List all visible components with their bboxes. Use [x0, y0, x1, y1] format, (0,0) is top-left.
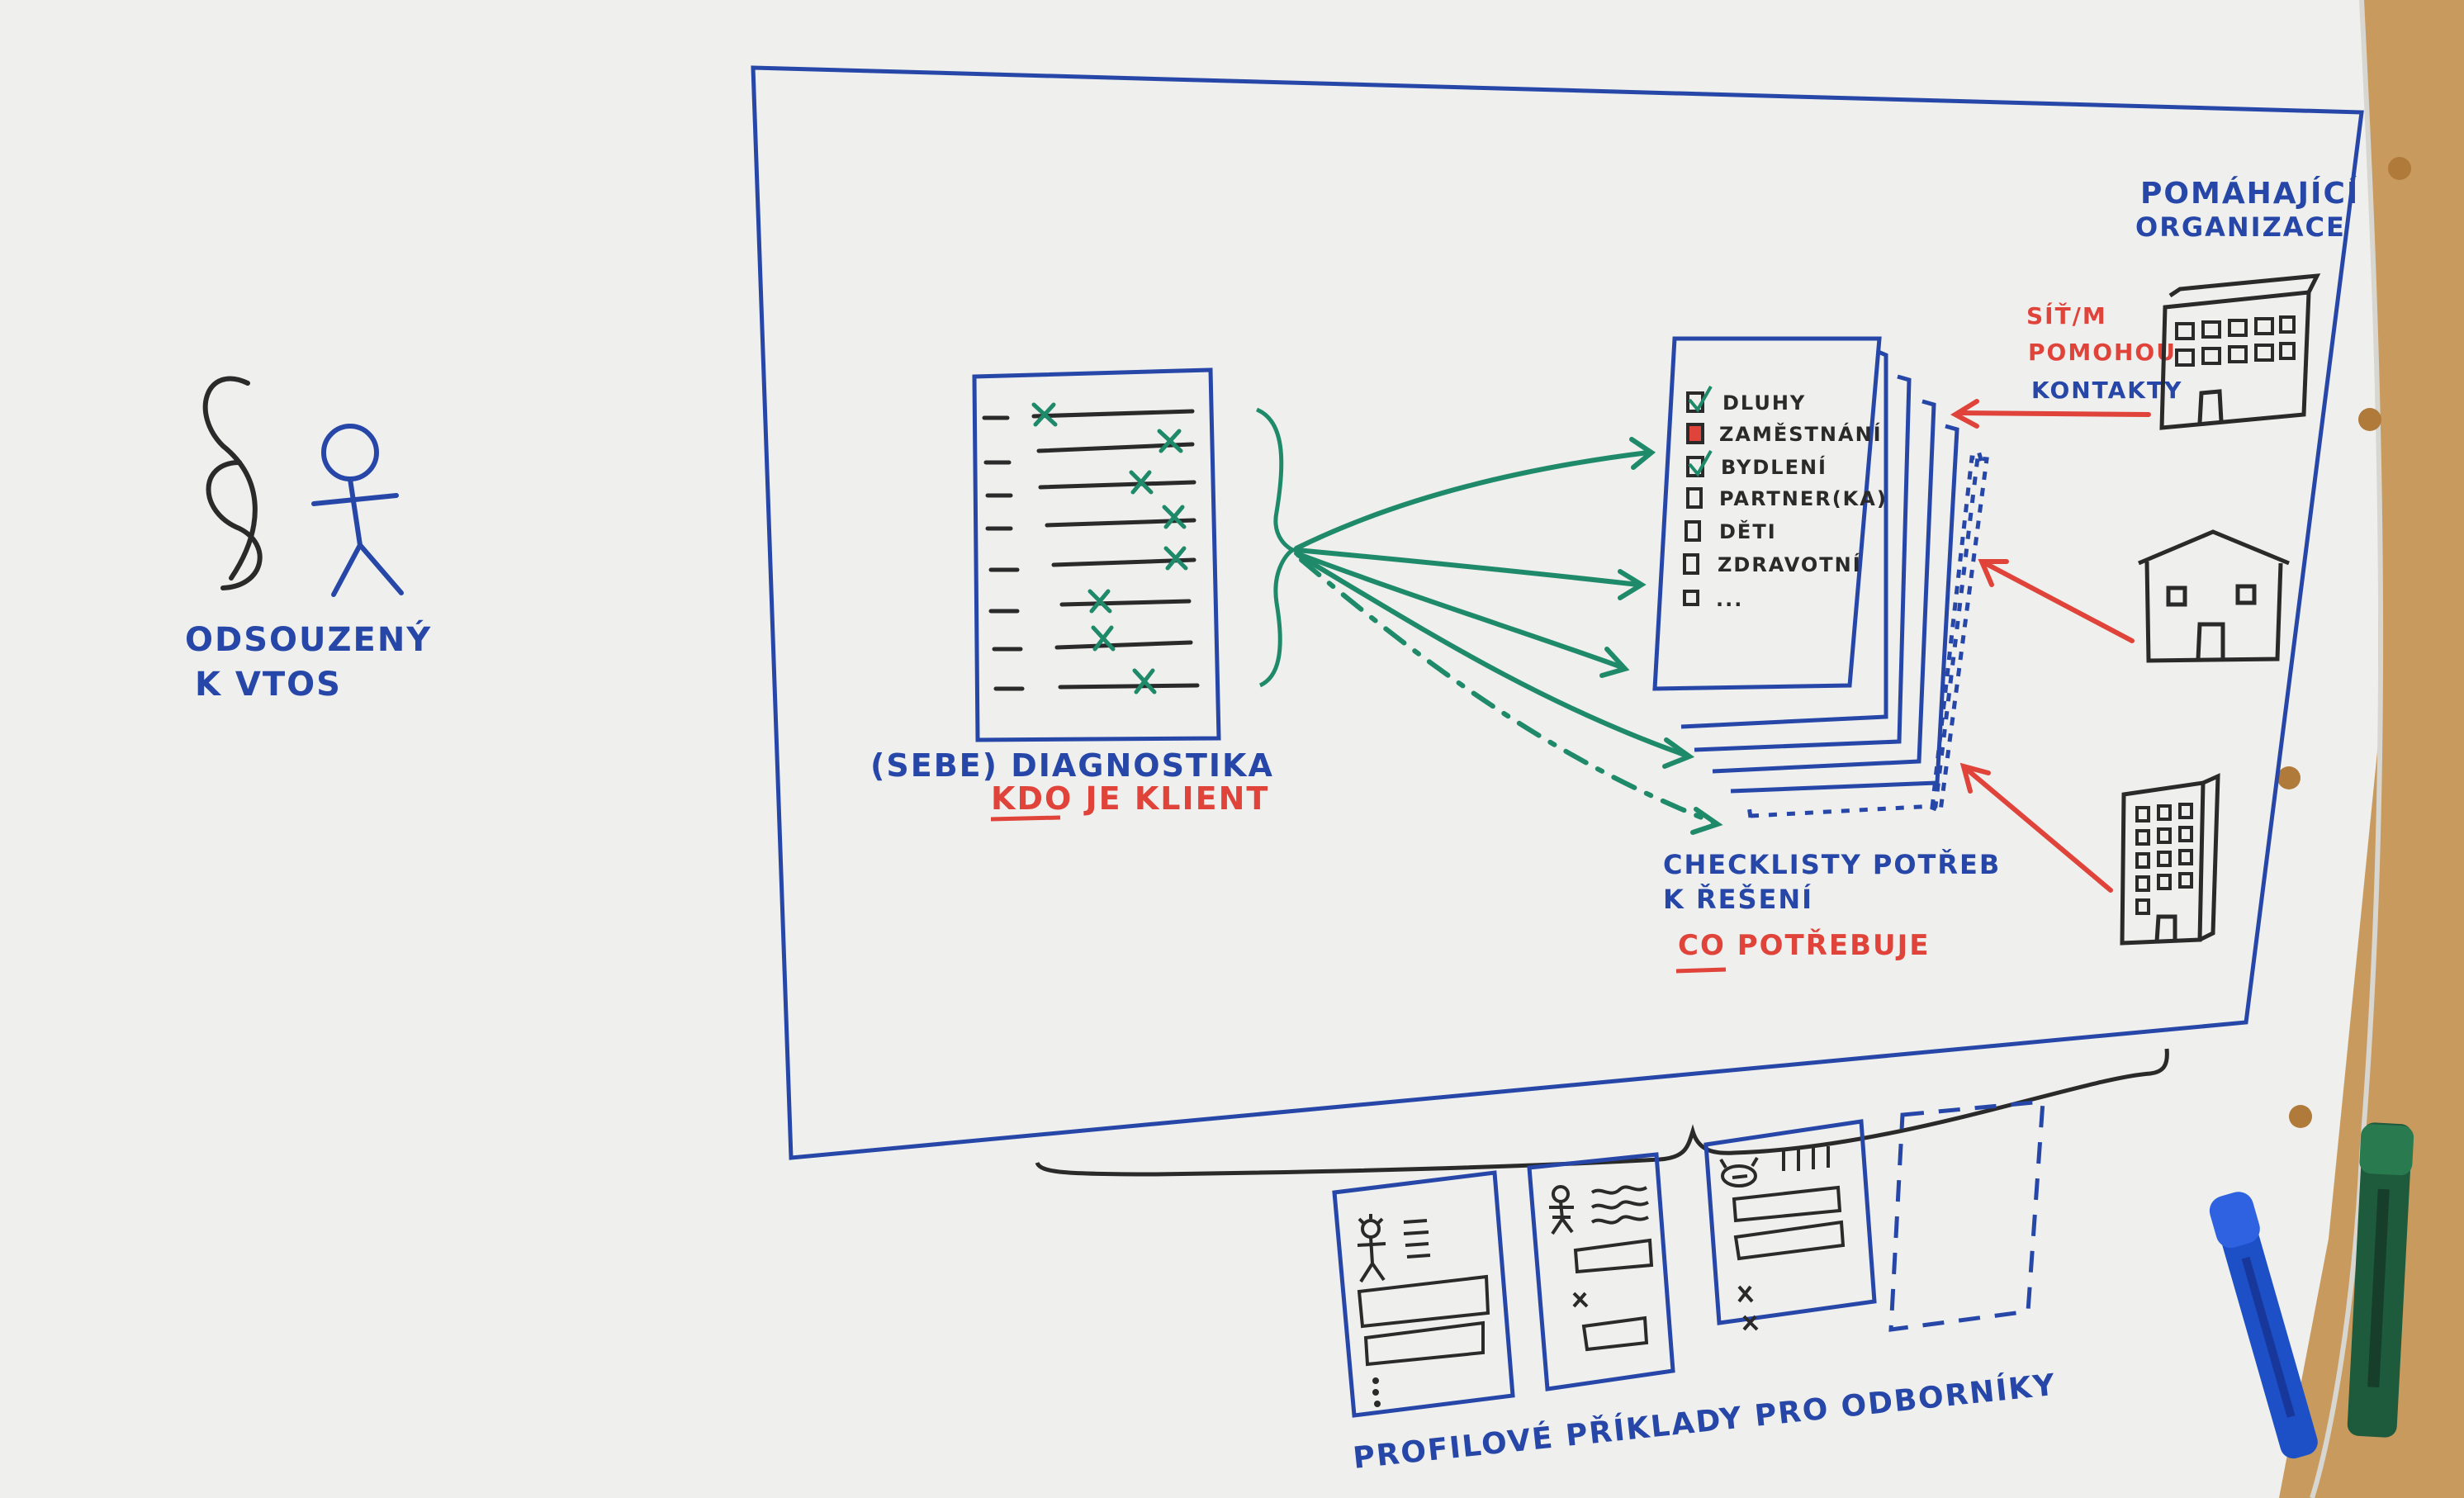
checklist-stack — [1652, 336, 1989, 818]
diagnostics-brace — [1255, 407, 1300, 688]
arrow-label-line3: KONTAKTY — [2031, 377, 2182, 404]
check-mark-icon — [1688, 386, 1713, 413]
tower-building-icon — [2120, 773, 2220, 946]
svg-text:BYDLENÍ: BYDLENÍ — [1721, 455, 1827, 479]
svg-text:PARTNER(KA): PARTNER(KA) — [1719, 487, 1888, 510]
svg-text:DLUHY: DLUHY — [1722, 391, 1806, 415]
arrow-label-line1: SÍŤ/M — [2026, 301, 2107, 329]
checklist-label-line3: CO POTŘEBUJE — [1678, 928, 1931, 962]
checkbox-more — [1683, 590, 1699, 606]
kdo-underline — [990, 815, 1061, 822]
office-building-icon — [2159, 273, 2321, 430]
check-mark-icon — [1688, 450, 1713, 477]
diagnostics-label-line1: (SEBE) DIAGNOSTIKA — [870, 747, 1274, 784]
checkbox-deti — [1685, 520, 1701, 542]
checkbox-zamestnani — [1686, 423, 1704, 444]
stick-figure-icon — [311, 424, 404, 597]
organizations-title-line1: POMÁHAJÍCÍ — [2140, 176, 2359, 211]
red-arrows — [1950, 399, 2151, 893]
svg-text:ZDRAVOTNÍ: ZDRAVOTNÍ — [1718, 552, 1862, 576]
blue-marker-icon — [2209, 1192, 2318, 1459]
punch-holes — [2277, 157, 2411, 1128]
bottom-brace — [1035, 1048, 2169, 1177]
diagnostics-label-line2: KDO JE KLIENT — [991, 780, 1269, 817]
svg-text:ZAMĚSTNÁNÍ: ZAMĚSTNÁNÍ — [1719, 422, 1883, 446]
section-sign-icon — [202, 376, 263, 590]
profile-card-1 — [1332, 1170, 1515, 1418]
house-icon — [2138, 529, 2290, 663]
diagnostics-sheet — [972, 367, 1221, 742]
co-underline — [1675, 967, 1727, 974]
green-arrows — [1294, 437, 1723, 835]
process-frame — [751, 65, 2364, 1160]
checkbox-partner — [1686, 487, 1703, 509]
checklist-items: DLUHY ZAMĚSTNÁNÍ BYDLENÍ PARTNER(KA) DĚT… — [1683, 386, 1888, 611]
svg-text:DĚTI: DĚTI — [1719, 519, 1777, 543]
svg-text:...: ... — [1716, 588, 1743, 611]
checkbox-zdravotni — [1683, 553, 1699, 575]
profile-card-placeholder — [1888, 1099, 2045, 1332]
organizations-title-line2: ORGANIZACE — [2135, 211, 2346, 243]
profile-card-2 — [1527, 1152, 1675, 1391]
person-label-line1: ODSOUZENÝ — [185, 619, 432, 659]
checklist-label-line2: K ŘEŠENÍ — [1663, 883, 1813, 915]
arrow-label-line2: POMOHOU — [2028, 339, 2177, 366]
checklist-label-line1: CHECKLISTY POTŘEB — [1663, 849, 2001, 880]
profile-card-3 — [1703, 1119, 1877, 1331]
green-marker-icon — [2347, 1122, 2414, 1438]
person-label-line2: K VTOS — [195, 666, 342, 704]
diagnostic-marks — [1031, 402, 1188, 694]
